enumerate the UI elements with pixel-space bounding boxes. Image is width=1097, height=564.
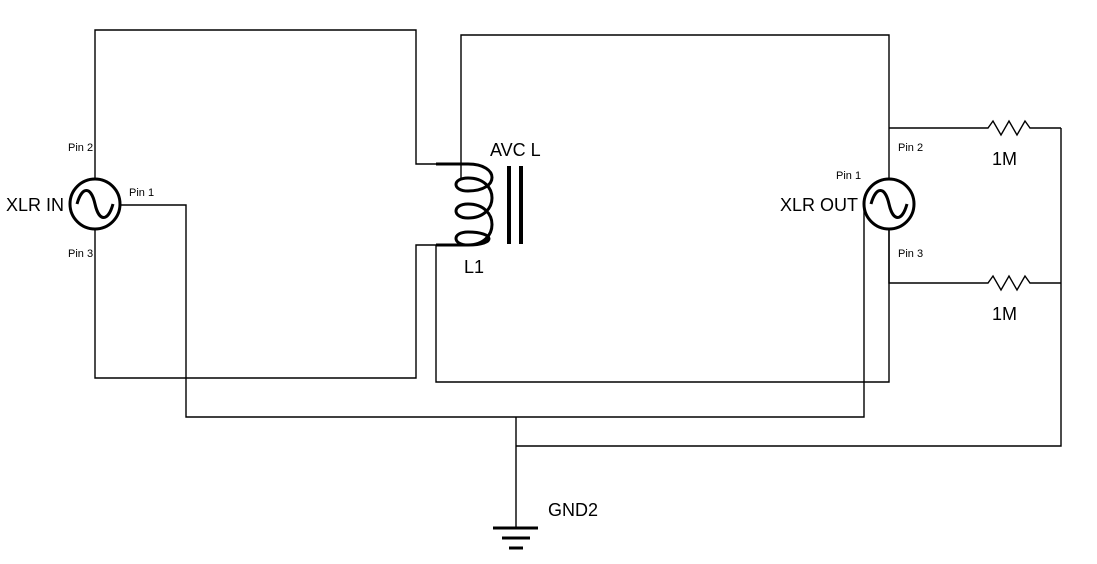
xlr-in-loop-wires [94, 29, 436, 379]
resistor-wires [888, 127, 1061, 284]
xlr-out-label: XLR OUT [780, 195, 858, 215]
resistor-top-value: 1M [992, 149, 1017, 169]
xlr-out-pin2-label: Pin 2 [898, 142, 923, 154]
ground-symbol [493, 526, 538, 550]
resistor-bottom-value: 1M [992, 304, 1017, 324]
xlr-in-pin3-label: Pin 3 [68, 248, 93, 260]
xlr-in-pin1-label: Pin 1 [129, 187, 154, 199]
xlr-out-loop-wires [435, 34, 890, 383]
xlr-out-pin1-label: Pin 1 [836, 170, 861, 182]
sine-icon [75, 189, 115, 219]
coil-icon [454, 162, 494, 247]
xlr-out-source [862, 177, 916, 231]
transformer-ref-label: L1 [464, 257, 484, 277]
sine-icon [869, 189, 909, 219]
ground-label: GND2 [548, 500, 598, 520]
resistor-top [978, 119, 1038, 137]
xlr-in-source [68, 177, 122, 231]
transformer-name-label: AVC L [490, 140, 541, 160]
resistor-bottom [978, 274, 1038, 292]
transformer-l1 [436, 162, 523, 247]
ground-wires [120, 128, 1062, 528]
xlr-in-pin2-label: Pin 2 [68, 142, 93, 154]
xlr-in-label: XLR IN [6, 195, 64, 215]
xlr-out-pin3-label: Pin 3 [898, 248, 923, 260]
